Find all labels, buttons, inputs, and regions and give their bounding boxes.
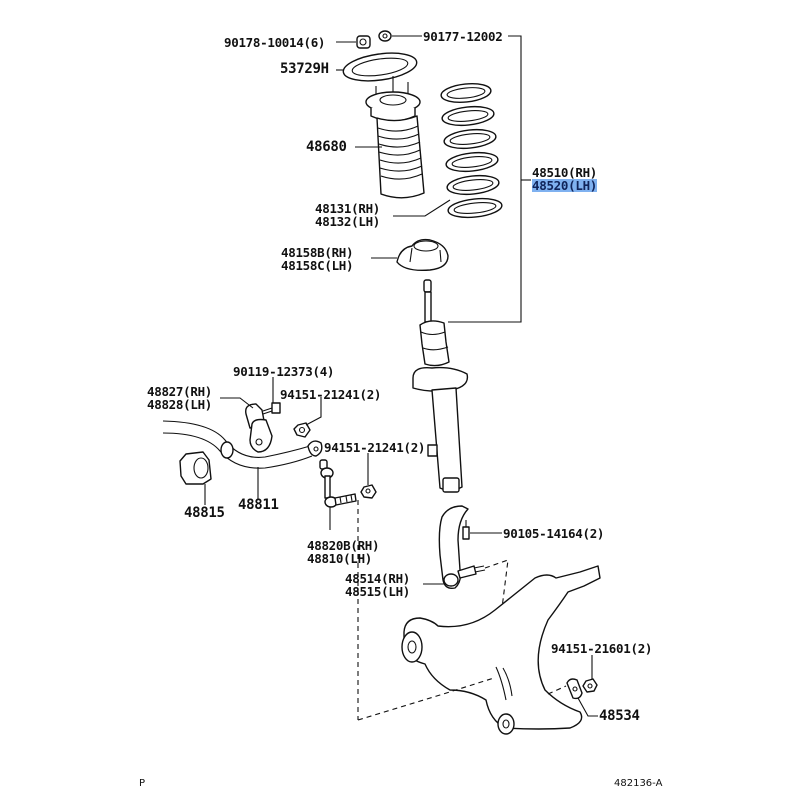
label-link-lh[interactable]: 48810(LH) [307, 551, 373, 566]
label-94151-link[interactable]: 94151-21241(2) [324, 440, 426, 455]
knuckle-arm-drawing[interactable] [438, 505, 486, 590]
bushing-48815-drawing[interactable] [179, 451, 212, 485]
footer-mark: P [139, 778, 146, 789]
label-knuckle-rh[interactable]: 48514(RH) [345, 571, 411, 586]
dash-arm-right [547, 685, 567, 695]
nut-90177-drawing[interactable] [378, 30, 392, 42]
label-48811[interactable]: 48811 [238, 497, 279, 513]
leader-strut [448, 35, 522, 323]
label-90105[interactable]: 90105-14164(2) [503, 526, 605, 541]
label-strut-lh[interactable]: 48520(LH) [532, 178, 598, 193]
bolt-90119-drawing[interactable] [262, 402, 281, 415]
nut-94151-link-drawing[interactable] [360, 484, 377, 499]
label-48815[interactable]: 48815 [184, 505, 225, 521]
lower-arm-drawing[interactable] [401, 565, 601, 735]
dash-arm-left [357, 677, 495, 721]
label-spring-lh[interactable]: 48132(LH) [315, 214, 381, 229]
nut-90178-drawing[interactable] [356, 35, 371, 49]
label-strut-rh[interactable]: 48510(RH) [532, 165, 598, 180]
figure-id: 482136-A [614, 778, 663, 789]
label-spring[interactable]: 48131(RH) 48132(LH) [315, 202, 380, 228]
stabilizer-link-drawing[interactable] [319, 459, 357, 508]
label-48680[interactable]: 48680 [306, 139, 347, 155]
label-90119[interactable]: 90119-12373(4) [233, 364, 335, 379]
label-94151-upper[interactable]: 94151-21241(2) [280, 387, 382, 402]
label-seat-rh[interactable]: 48158B(RH) [281, 245, 354, 260]
label-knuckle-lh[interactable]: 48515(LH) [345, 584, 411, 599]
leader-94151-upper [305, 397, 322, 426]
label-bracket[interactable]: 48827(RH) 48828(LH) [147, 385, 212, 411]
label-bracket-rh[interactable]: 48827(RH) [147, 384, 213, 399]
label-seat[interactable]: 48158B(RH) 48158C(LH) [281, 245, 354, 273]
label-seat-lh[interactable]: 48158C(LH) [281, 258, 354, 273]
leader-bracket [220, 397, 254, 409]
leader-48534 [577, 697, 598, 717]
stabilizer-bar-drawing[interactable] [162, 420, 323, 469]
spring-seat-drawing[interactable] [396, 238, 449, 272]
label-knuckle[interactable]: 48514(RH) 48515(LH) [345, 572, 410, 598]
nut-94151-lower-drawing[interactable] [582, 678, 598, 693]
bearing-53729-drawing[interactable] [342, 49, 419, 85]
label-strut[interactable]: 48510(RH) 48520(LH) [532, 166, 597, 192]
boot-48680-drawing[interactable] [376, 115, 425, 199]
label-90177[interactable]: 90177-12002 [423, 29, 503, 44]
bracket-48827-drawing[interactable] [245, 403, 273, 453]
label-48534[interactable]: 48534 [599, 708, 640, 724]
strut-assembly-drawing[interactable] [412, 279, 469, 493]
label-link[interactable]: 48820B(RH) 48810(LH) [307, 538, 380, 566]
upper-mount-drawing[interactable] [365, 76, 421, 122]
coil-spring-drawing[interactable] [440, 81, 503, 219]
label-link-rh[interactable]: 48820B(RH) [307, 538, 380, 553]
washer-48534-drawing[interactable] [566, 678, 583, 700]
label-spring-rh[interactable]: 48131(RH) [315, 201, 381, 216]
label-53729[interactable]: 53729H [280, 61, 329, 77]
label-90178[interactable]: 90178-10014(6) [224, 35, 326, 50]
nut-94151-upper-drawing[interactable] [293, 422, 311, 438]
leader-spring [393, 199, 451, 217]
label-bracket-lh[interactable]: 48828(LH) [147, 397, 213, 412]
bolt-90105-drawing[interactable] [462, 520, 470, 540]
label-94151-lower[interactable]: 94151-21601(2) [551, 641, 653, 656]
